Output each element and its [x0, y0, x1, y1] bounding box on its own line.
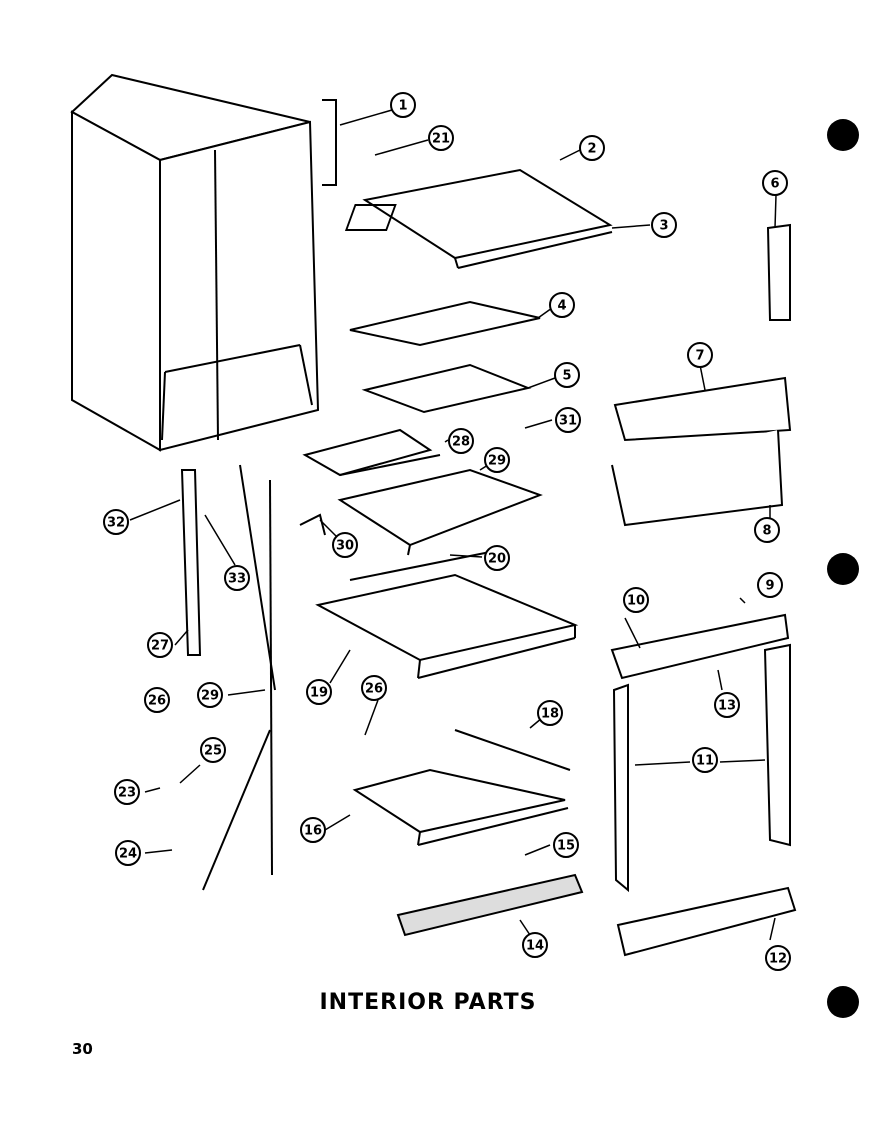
callout-circle [757, 572, 783, 598]
page-title: INTERIOR PARTS [319, 990, 537, 1015]
part-label-30: 30 [336, 539, 354, 554]
callout-circle [147, 632, 173, 658]
callout-circle [224, 565, 250, 591]
crisper-pan [352, 729, 571, 846]
part-label-3: 3 [659, 219, 668, 234]
bullet-markers [827, 119, 859, 1018]
part-label-16: 16 [304, 824, 322, 839]
callout-circle [306, 679, 332, 705]
callout-circle [651, 212, 677, 238]
bullet-marker-2 [827, 553, 859, 585]
bullet-marker-1 [827, 119, 859, 151]
part-label-19: 19 [310, 686, 328, 701]
part-label-26: 26 [148, 694, 166, 709]
callout-circle [522, 932, 548, 958]
callout-circle [714, 692, 740, 718]
callout-circle [428, 125, 454, 151]
part-label-29: 29 [201, 689, 219, 704]
part-29-rod [269, 479, 273, 876]
door-rail-10 [610, 613, 790, 680]
part-label-5: 5 [562, 369, 571, 384]
callout-circle [537, 700, 563, 726]
callout-circle [754, 517, 780, 543]
part-label-2: 2 [587, 142, 596, 157]
part-label-15: 15 [557, 839, 575, 854]
callout-circle [448, 428, 474, 454]
door-side-11a [612, 683, 629, 893]
door-shelf-8 [611, 429, 784, 527]
page-number: 30 [72, 1040, 93, 1058]
part-label-21: 21 [432, 132, 450, 147]
part-label-26: 26 [365, 682, 383, 697]
part-label-11: 11 [696, 754, 714, 769]
callout-circle [484, 545, 510, 571]
door-shelf-12 [616, 886, 797, 957]
callout-circle [687, 342, 713, 368]
part-29-line-b [202, 729, 271, 891]
part-label-23: 23 [118, 786, 136, 801]
door-shelf-7 [613, 376, 792, 442]
part-label-13: 13 [718, 699, 736, 714]
part-label-8: 8 [762, 524, 771, 539]
callout-circle [197, 682, 223, 708]
callout-circle [692, 747, 718, 773]
panel-5 [361, 363, 532, 414]
callout-circle [554, 362, 580, 388]
part-label-27: 27 [151, 639, 169, 654]
callout-circle [390, 92, 416, 118]
callout-circle [762, 170, 788, 196]
leader-lines [129, 109, 777, 941]
part-label-24: 24 [119, 847, 137, 862]
callout-circle [103, 509, 129, 535]
part-label-32: 32 [107, 516, 125, 531]
callout-circle [300, 817, 326, 843]
evaporator-assembly [299, 428, 543, 556]
part-label-33: 33 [228, 572, 246, 587]
part-label-6: 6 [770, 177, 779, 192]
callout-circle [765, 945, 791, 971]
callout-circle [484, 447, 510, 473]
door-side-11b [763, 643, 791, 847]
part-label-10: 10 [627, 594, 645, 609]
panel-4 [349, 300, 541, 347]
callout-circle [114, 779, 140, 805]
part-label-14: 14 [526, 939, 544, 954]
callout-circle [144, 687, 170, 713]
cabinet-shell [70, 73, 320, 452]
callout-circle [361, 675, 387, 701]
part-27 [180, 469, 202, 656]
part-label-25: 25 [204, 744, 222, 759]
bracket [322, 99, 337, 186]
grille [396, 873, 584, 937]
part-label-12: 12 [769, 952, 787, 967]
part-label-18: 18 [541, 707, 559, 722]
callout-circle [332, 532, 358, 558]
callout-circle [200, 737, 226, 763]
part-label-20: 20 [488, 552, 506, 567]
part-label-31: 31 [559, 414, 577, 429]
bullet-marker-3 [827, 986, 859, 1018]
part-label-4: 4 [557, 299, 566, 314]
part-6 [766, 223, 791, 321]
part-label-29: 29 [488, 454, 506, 469]
callout-circle [579, 135, 605, 161]
callout-circle [549, 292, 575, 318]
part-label-7: 7 [695, 349, 704, 364]
drip-tray [315, 551, 579, 679]
part-callouts: 1234567891011121314151618192021232425262… [103, 92, 791, 971]
part-label-28: 28 [452, 435, 470, 450]
part-label-9: 9 [765, 579, 774, 594]
callout-circle [115, 840, 141, 866]
callout-circle [555, 407, 581, 433]
callout-circle [553, 832, 579, 858]
evaporator-cover [344, 168, 613, 269]
part-29-line-a [239, 464, 276, 691]
callout-circle [623, 587, 649, 613]
part-label-1: 1 [398, 99, 407, 114]
